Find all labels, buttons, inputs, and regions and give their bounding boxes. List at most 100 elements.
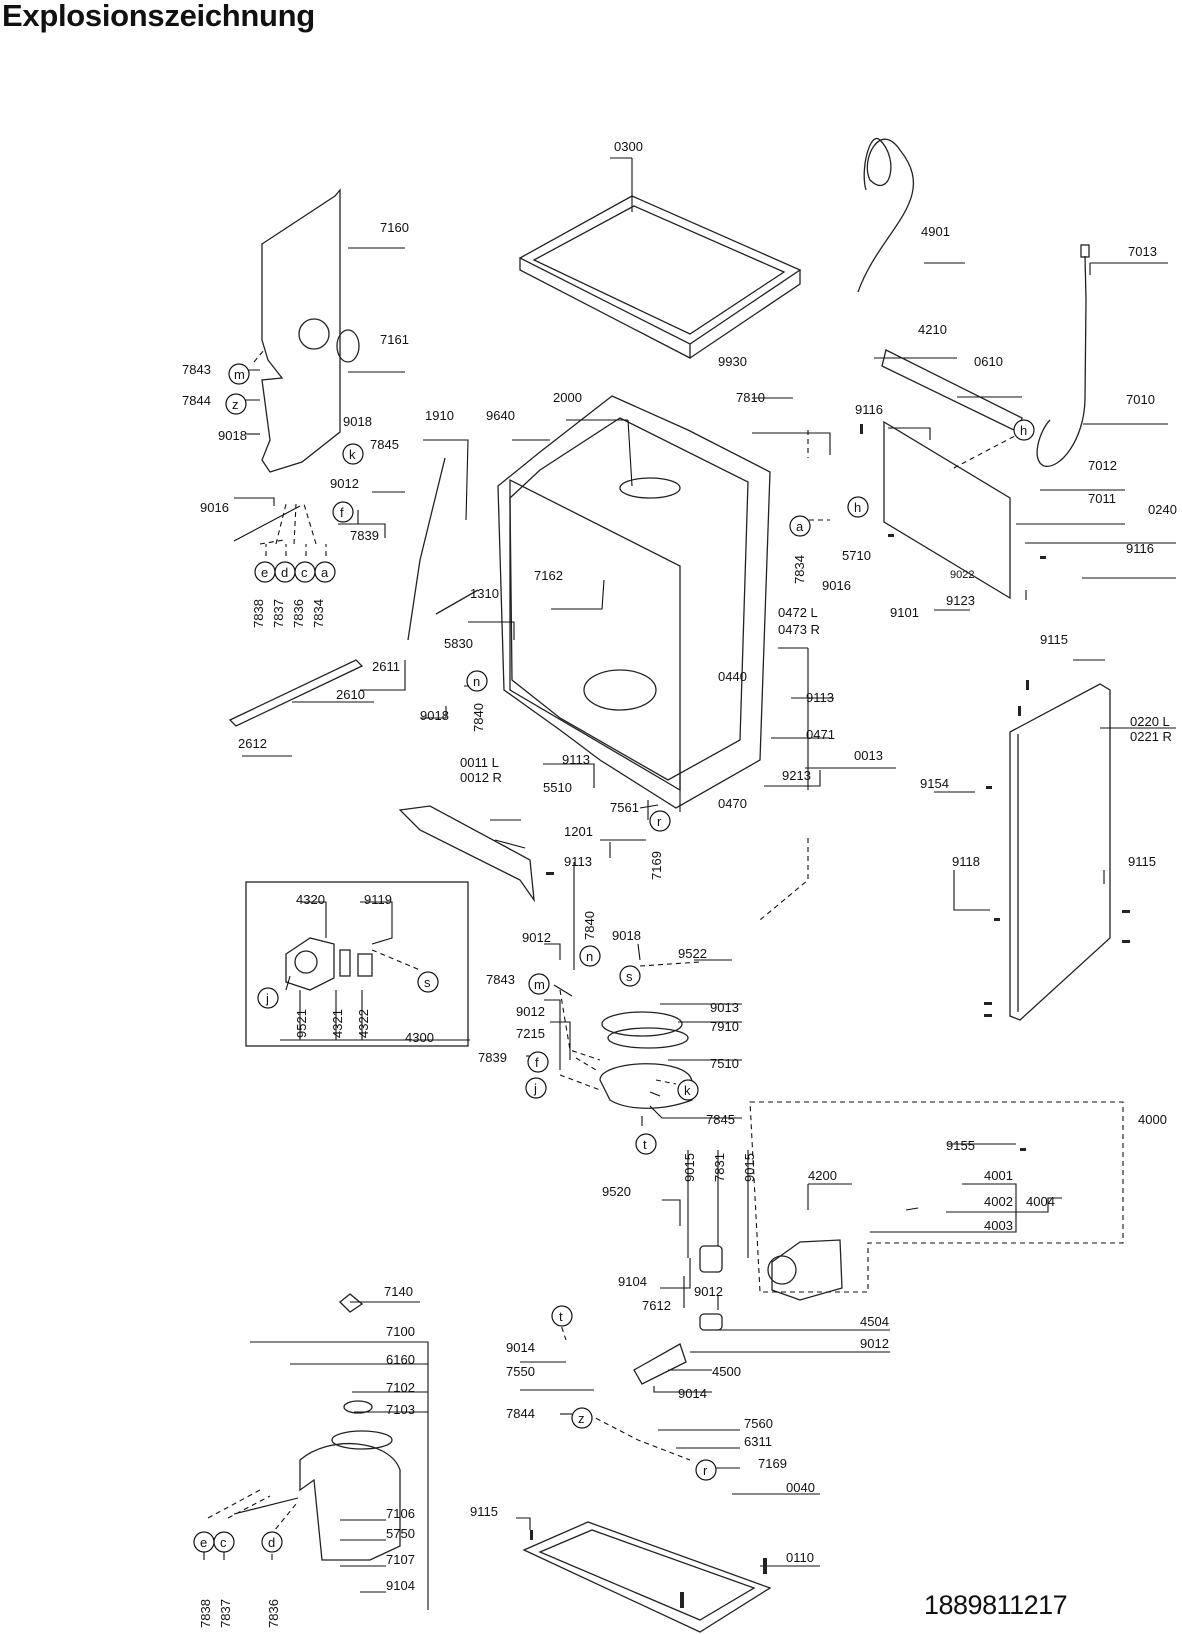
power-cable-part [857,137,914,293]
worktop-part [518,195,802,360]
softener-ring-7102 [343,1400,373,1414]
hose-4504-part [699,1313,723,1331]
part-label-7839-top: 7839 [350,528,379,543]
svg-text:r: r [703,1463,708,1478]
callout-f-top: f [332,501,354,523]
part-label-9104-mid: 9104 [618,1274,647,1289]
part-label-7834-top: 7834 [311,599,326,628]
leader-lines [203,157,1176,1610]
circulation-pump-face [767,1255,797,1285]
tub-door-frame [509,478,681,792]
part-label-0472L: 0472 L [778,605,818,620]
svg-text:z: z [578,1411,585,1426]
part-label-9101: 9101 [890,605,919,620]
part-label-0013: 0013 [854,748,883,763]
part-label-7840-mid: 7840 [471,703,486,732]
part-label-7845-top: 7845 [370,437,399,452]
part-label-0012R: 0012 R [460,770,502,785]
part-label-4321: 4321 [330,1009,345,1038]
connector-7013-part [1080,244,1090,258]
part-label-7910: 7910 [710,1019,739,1034]
part-label-9123: 9123 [946,593,975,608]
part-label-4003: 4003 [984,1218,1013,1233]
part-label-9016-right: 9016 [822,578,851,593]
part-label-7215: 7215 [516,1026,545,1041]
callout-z-low: z [571,1407,593,1429]
part-label-9115-mid: 9115 [1128,854,1156,869]
sump-opening [583,669,657,711]
callout-m-top: m [228,363,250,385]
svg-text:s: s [424,975,431,990]
part-label-4200: 4200 [808,1168,837,1183]
part-label-7510: 7510 [710,1056,739,1071]
part-label-7550: 7550 [506,1364,535,1379]
drain-pump-impeller [294,950,318,974]
strip-2610-part [228,659,364,727]
part-label-7561: 7561 [610,800,639,815]
callout-k-top: k [342,443,364,465]
hose-4500-part [633,1343,687,1385]
svg-text:r: r [657,814,662,829]
part-label-0300: 0300 [614,139,643,154]
callout-j-low: j [525,1077,547,1099]
part-label-9012-d: 9012 [694,1284,723,1299]
sump-ring-9013 [601,1011,683,1037]
svg-text:s: s [626,969,633,984]
side-insulation-panel [261,188,341,473]
part-label-7162: 7162 [534,568,563,583]
part-label-0470: 0470 [718,796,747,811]
part-label-9012-top: 9012 [330,476,359,491]
part-label-5830: 5830 [444,636,473,651]
callout-t-hose: t [551,1305,573,1327]
part-label-9012-b: 9012 [522,930,551,945]
callout-r-low: r [695,1459,717,1481]
cord-1910-part [407,457,446,641]
part-label-9018-mid: 9018 [343,414,372,429]
part-label-7169-low: 7169 [758,1456,787,1471]
harness-7010-part [1036,255,1087,467]
part-label-9115-top: 9115 [1040,632,1068,647]
part-label-9154: 9154 [920,776,949,791]
part-label-7102: 7102 [386,1380,415,1395]
part-label-7011: 7011 [1088,491,1116,506]
part-label-2000: 2000 [553,390,582,405]
part-label-7100: 7100 [386,1324,415,1339]
insulation-seal-ring [298,318,330,350]
softener-cap-7103 [331,1430,393,1450]
svg-text:a: a [321,565,329,580]
part-label-7840-low: 7840 [582,911,597,940]
front-bracket-part [883,420,1011,600]
svg-text:h: h [1020,423,1027,438]
part-label-9119: 9119 [364,892,392,907]
part-label-7839-low: 7839 [478,1050,507,1065]
part-label-9013: 9013 [710,1000,739,1015]
fastener-marks [530,424,1130,1608]
callout-j-pump: j [257,987,279,1009]
part-label-7843-low: 7843 [486,972,515,987]
svg-text:z: z [232,397,239,412]
part-label-4001: 4001 [984,1168,1013,1183]
bracket-1201-part [398,805,535,903]
part-label-9018-left: 9018 [218,428,247,443]
part-label-7160: 7160 [380,220,409,235]
callout-c-low: c [213,1531,235,1553]
part-label-7169-mid: 7169 [649,851,664,880]
svg-text:f: f [535,1055,539,1070]
callout-d-top: d [274,561,296,583]
part-label-0240: 0240 [1148,502,1177,517]
part-label-9113-right: 9113 [806,690,834,705]
part-label-9113-low: 9113 [564,854,592,869]
part-label-7836-top: 7836 [291,599,306,628]
part-label-7843-top: 7843 [182,362,211,377]
part-label-7161: 7161 [380,332,409,347]
part-label-9012-c: 9012 [516,1004,545,1019]
part-label-9115-low: 9115 [470,1504,498,1519]
svg-text:j: j [265,991,269,1006]
callout-e-top: e [254,561,276,583]
callout-d-low: d [261,1531,283,1553]
part-label-0040: 0040 [786,1480,815,1495]
part-label-4002: 4002 [984,1194,1013,1209]
svg-text:d: d [268,1535,275,1550]
part-label-9522: 9522 [678,946,707,961]
